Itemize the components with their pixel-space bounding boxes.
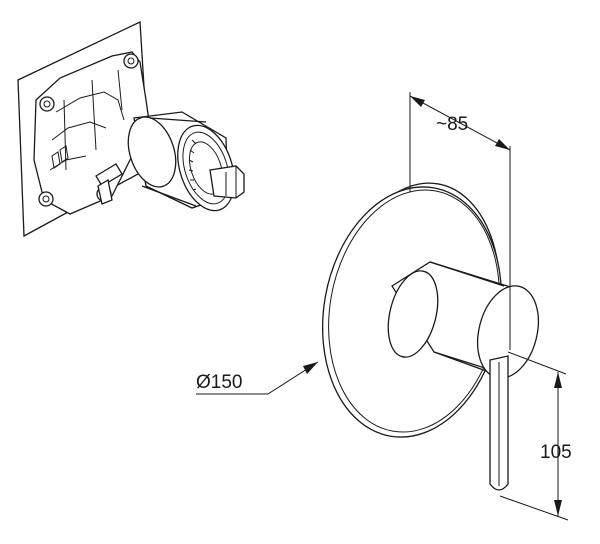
trim-plate-illustration — [321, 182, 539, 491]
diameter-dimension-label: Ø150 — [196, 372, 242, 393]
dimension-diameter: Ø150 — [196, 361, 319, 395]
concealed-body-illustration — [17, 20, 245, 238]
depth-dimension-label: ~85 — [436, 114, 468, 135]
dimension-height: 105 — [499, 351, 572, 521]
dimension-depth: ~85 — [409, 92, 511, 350]
height-dimension-label: 105 — [540, 442, 572, 463]
